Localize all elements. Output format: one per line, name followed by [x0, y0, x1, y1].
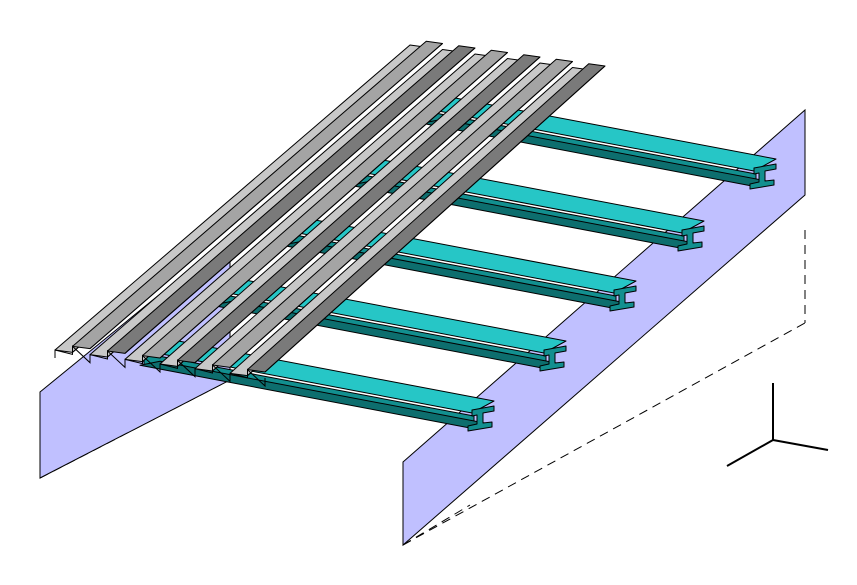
deck-front-profile — [54, 345, 266, 388]
beam-end-section — [749, 163, 777, 190]
deck-fold-line — [264, 65, 606, 373]
deck-fold-line — [229, 61, 573, 368]
beam-end-section — [677, 225, 705, 252]
corrugated-deck — [54, 40, 606, 388]
beam-end-section — [609, 285, 637, 312]
deck-fold-line — [194, 56, 541, 364]
deck-fold-line — [159, 52, 508, 359]
deck-fold-line — [89, 43, 443, 350]
deck-fold-line — [124, 47, 476, 354]
coordinate-axes-icon — [726, 383, 829, 467]
beam-end-section — [539, 345, 567, 372]
beam-end-section — [467, 405, 495, 432]
